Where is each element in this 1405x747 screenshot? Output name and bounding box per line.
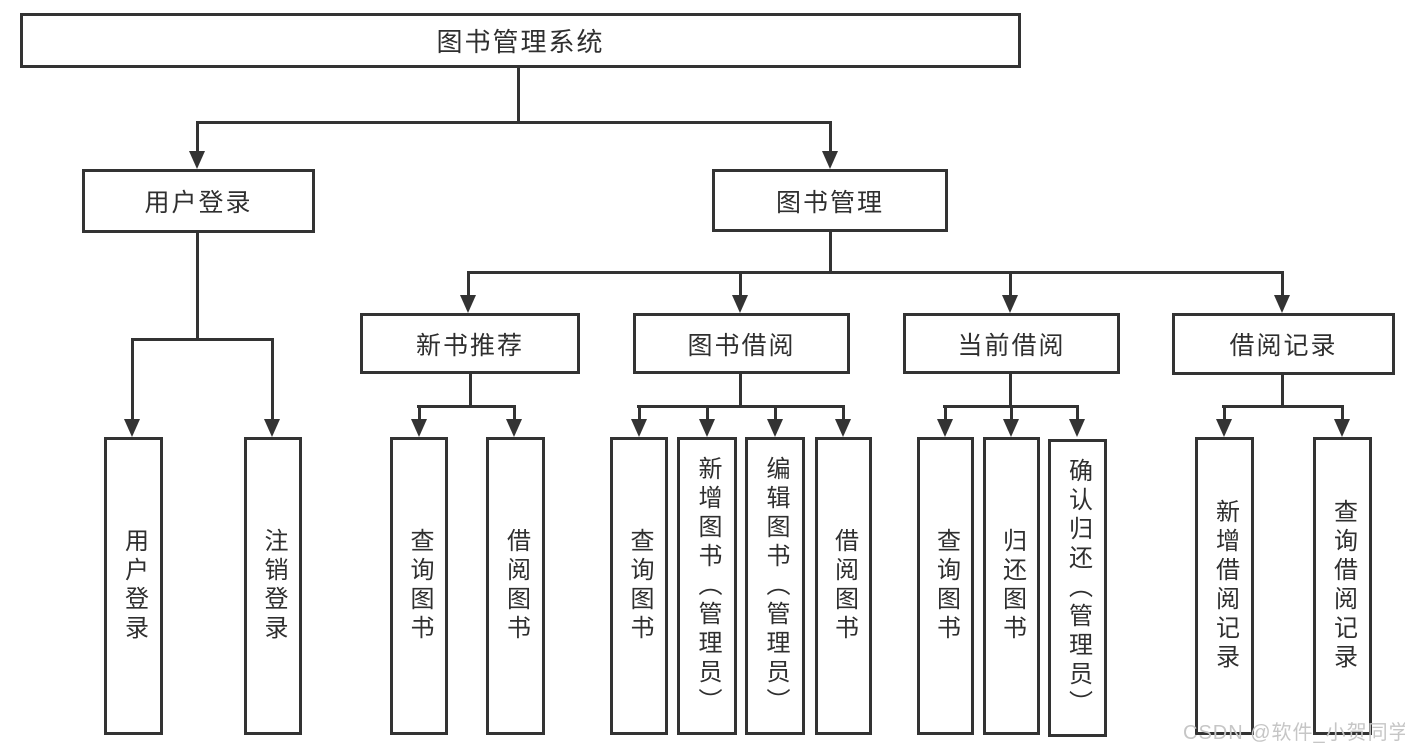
- arrow-down-icon: [631, 419, 647, 437]
- connector-leaf-drop: [774, 405, 777, 421]
- connector-to-current: [1009, 271, 1012, 297]
- arrow-down-icon: [460, 295, 476, 313]
- leaf-borrow-books: 借阅图书: [815, 437, 872, 735]
- connector-leaf-drop: [1010, 405, 1013, 421]
- arrow-down-icon: [1069, 419, 1085, 437]
- connector-to-recommend: [467, 271, 470, 297]
- connector-root-stub: [517, 68, 520, 121]
- arrow-down-icon: [732, 295, 748, 313]
- connector-to-leaf-logout: [271, 338, 274, 419]
- connector-borrow-stub: [739, 374, 742, 408]
- leaf-query-books-borrow: 查询图书: [610, 437, 668, 735]
- leaf-borrow-books-recommend: 借阅图书: [486, 437, 545, 735]
- arrow-down-icon: [937, 419, 953, 437]
- connector-leaf-drop: [418, 405, 421, 421]
- connector-recommend-bar: [417, 405, 516, 408]
- leaf-add-books-admin: 新增图书（管理员）: [677, 437, 737, 735]
- connector-to-records: [1281, 271, 1284, 297]
- connector-records-bar: [1222, 405, 1344, 408]
- connector-level3-bar: [467, 271, 1284, 274]
- leaf-logout-login: 注销登录: [244, 437, 302, 735]
- connector-recommend-stub: [469, 374, 472, 408]
- arrow-down-icon: [506, 419, 522, 437]
- connector-current-stub: [1009, 374, 1012, 408]
- connector-user-login-bar: [131, 338, 274, 341]
- leaf-edit-books-admin: 编辑图书（管理员）: [745, 437, 805, 735]
- leaf-query-books-recommend: 查询图书: [390, 437, 448, 735]
- leaf-add-borrow-record: 新增借阅记录: [1195, 437, 1254, 735]
- node-book-borrow: 图书借阅: [633, 313, 850, 374]
- node-book-management: 图书管理: [712, 169, 948, 232]
- connector-leaf-drop: [1076, 405, 1079, 421]
- arrow-down-icon: [1002, 295, 1018, 313]
- connector-leaf-drop: [944, 405, 947, 421]
- leaf-confirm-return-admin: 确认归还（管理员）: [1048, 439, 1107, 737]
- leaf-return-books: 归还图书: [983, 437, 1040, 735]
- leaf-user-login: 用户登录: [104, 437, 163, 735]
- arrow-down-icon: [1216, 419, 1232, 437]
- node-new-book-recommend: 新书推荐: [360, 313, 580, 374]
- connector-to-leaf-login: [131, 338, 134, 419]
- arrow-down-icon: [1003, 419, 1019, 437]
- leaf-query-books-current: 查询图书: [917, 437, 974, 735]
- arrow-down-icon: [835, 419, 851, 437]
- connector-leaf-drop: [513, 405, 516, 421]
- connector-leaf-drop: [1223, 405, 1226, 421]
- arrow-down-icon: [699, 419, 715, 437]
- connector-to-book-mgmt: [829, 121, 832, 151]
- connector-leaf-drop: [638, 405, 641, 421]
- arrow-down-icon: [1274, 295, 1290, 313]
- arrow-down-icon: [1334, 419, 1350, 437]
- connector-level1-bar: [196, 121, 832, 124]
- connector-leaf-drop: [706, 405, 709, 421]
- connector-to-borrow: [739, 271, 742, 297]
- connector-records-stub: [1281, 374, 1284, 408]
- node-borrow-records: 借阅记录: [1172, 313, 1395, 375]
- csdn-watermark: CSDN @软件_小贺同学: [1183, 722, 1405, 744]
- arrow-down-icon: [189, 151, 205, 169]
- connector-borrow-bar: [637, 405, 845, 408]
- connector-user-login-stub: [196, 233, 199, 340]
- arrow-down-icon: [411, 419, 427, 437]
- arrow-down-icon: [264, 419, 280, 437]
- connector-to-user-login: [196, 121, 199, 151]
- arrow-down-icon: [767, 419, 783, 437]
- connector-leaf-drop: [842, 405, 845, 421]
- connector-leaf-drop: [1341, 405, 1344, 421]
- connector-book-mgmt-stub: [829, 232, 832, 274]
- arrow-down-icon: [124, 419, 140, 437]
- node-user-login: 用户登录: [82, 169, 315, 233]
- node-current-borrow: 当前借阅: [903, 313, 1120, 374]
- leaf-query-borrow-record: 查询借阅记录: [1313, 437, 1372, 735]
- arrow-down-icon: [822, 151, 838, 169]
- node-library-system: 图书管理系统: [20, 13, 1021, 68]
